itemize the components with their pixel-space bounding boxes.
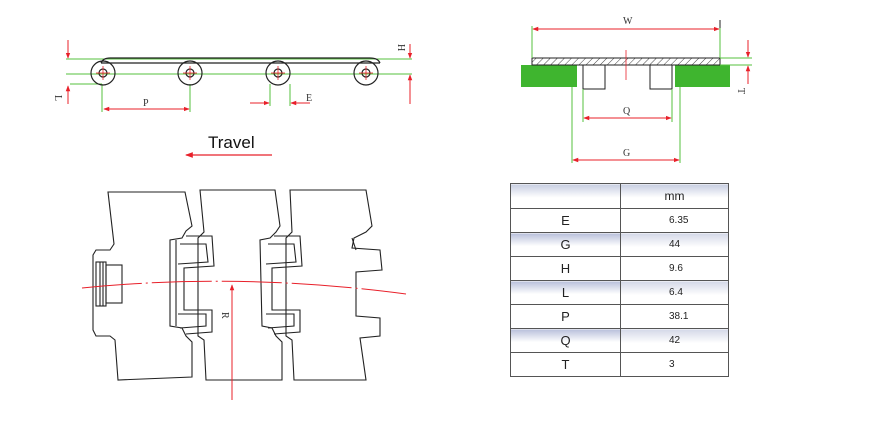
row-value: 9.6 — [620, 256, 729, 281]
plate-1-knuckles — [95, 261, 123, 307]
row-value: 6.4 — [620, 280, 729, 305]
chain-plates-outline — [92, 189, 383, 381]
row-value: 38.1 — [620, 304, 729, 329]
travel-label: Travel — [208, 133, 255, 152]
table-header-blank — [510, 183, 621, 209]
table-row: H 9.6 — [510, 256, 729, 281]
table-row: P 38.1 — [510, 304, 729, 329]
row-value: 3 — [620, 352, 729, 377]
side-view-dimensions — [65, 40, 413, 112]
chain-side-profile — [90, 57, 381, 86]
hinge-lugs — [582, 64, 673, 90]
travel-indicator: Travel — [185, 133, 272, 158]
dimension-table: mm E 6.35 G 44 H 9.6 L 6.4 P 38.1 Q 42 T… — [510, 183, 729, 377]
table-row: T 3 — [510, 352, 729, 377]
chain-plate-2 — [197, 189, 283, 381]
dim-label-t: T — [735, 88, 746, 94]
end-view-dimensions — [532, 26, 751, 163]
turning-radius-arc — [81, 280, 407, 295]
dim-label-h: H — [395, 44, 406, 51]
table-row: Q 42 — [510, 328, 729, 353]
side-view-guides — [66, 58, 412, 112]
row-key: P — [510, 304, 621, 329]
row-key: G — [510, 232, 621, 257]
table-header-row: mm — [510, 183, 729, 209]
row-value: 44 — [620, 232, 729, 257]
row-key: L — [510, 280, 621, 305]
table-row: L 6.4 — [510, 280, 729, 305]
right-wear-strip — [675, 65, 730, 87]
row-value: 6.35 — [620, 208, 729, 233]
row-key: H — [510, 256, 621, 281]
end-view-guides — [531, 26, 752, 163]
row-value: 42 — [620, 328, 729, 353]
table-row: E 6.35 — [510, 208, 729, 233]
row-key: E — [510, 208, 621, 233]
table-row: G 44 — [510, 232, 729, 257]
side-view: H L P E — [52, 40, 413, 112]
chain-plate-1 — [92, 191, 193, 381]
dim-label-w: W — [623, 16, 633, 27]
table-header-unit: mm — [620, 183, 729, 209]
dim-label-g: G — [623, 148, 630, 159]
dim-label-p: P — [143, 98, 149, 109]
chain-plate-3 — [285, 189, 383, 381]
top-view: R — [81, 189, 407, 400]
pin-center-marks — [96, 66, 373, 80]
end-view: W T Q G — [521, 16, 752, 163]
dim-label-l: L — [52, 95, 63, 101]
dim-label-q: Q — [623, 106, 631, 117]
left-wear-strip — [521, 65, 577, 87]
dim-label-r: R — [219, 312, 230, 319]
dim-label-e: E — [306, 93, 312, 104]
row-key: Q — [510, 328, 621, 353]
row-key: T — [510, 352, 621, 377]
